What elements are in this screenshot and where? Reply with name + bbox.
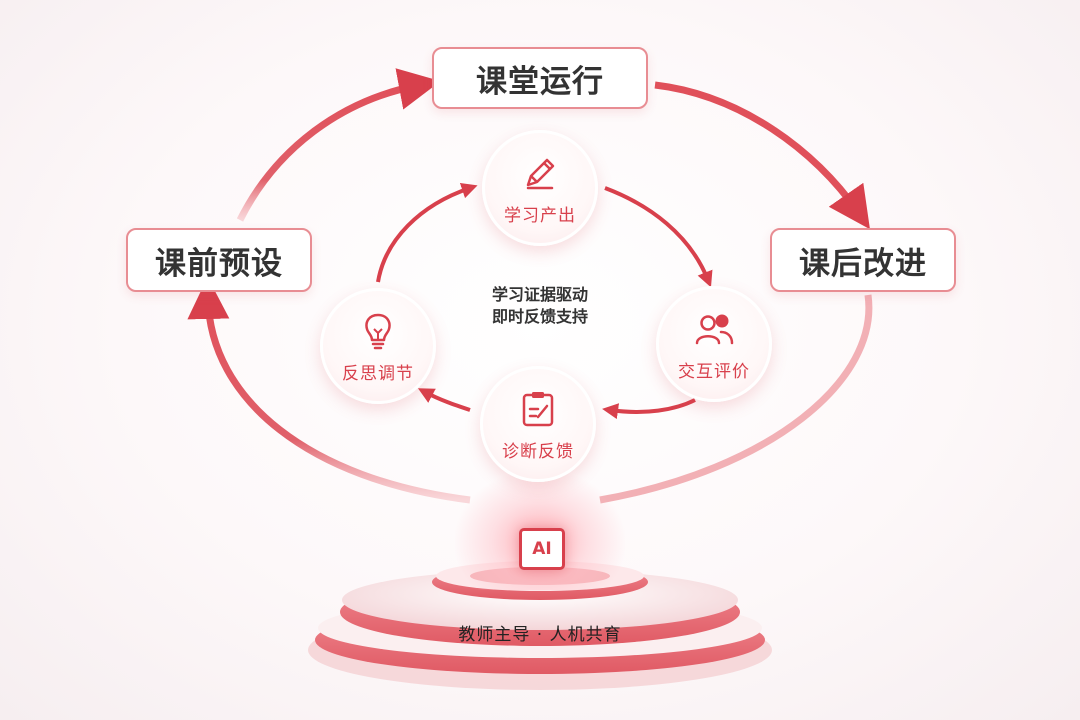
- inner-arrow-top-to-right: [604, 186, 713, 288]
- pencil-icon: [526, 158, 555, 189]
- platform: [308, 561, 772, 690]
- center-caption: 学习证据驱动 即时反馈支持: [440, 284, 640, 328]
- stage-pre-class: 课前预设: [126, 228, 312, 292]
- inner-arrow-left-to-top: [376, 183, 478, 283]
- center-caption-line1: 学习证据驱动: [491, 285, 588, 304]
- node-interactive-evaluation-label: 交互评价: [678, 361, 750, 382]
- outer-arrow-right-to-bottom: [599, 294, 873, 504]
- lightbulb-icon: [365, 313, 391, 349]
- outer-arrow-top-to-right: [654, 81, 870, 230]
- node-reflective-adjustment: 反思调节: [320, 288, 436, 404]
- node-diagnostic-feedback: 诊断反馈: [480, 366, 596, 482]
- node-reflective-adjustment-label: 反思调节: [342, 363, 414, 384]
- outer-arrow-bottom-to-left: [187, 277, 471, 504]
- inner-arrow-right-to-bottom: [602, 398, 696, 420]
- platform-label: 教师主导 · 人机共育: [458, 625, 622, 645]
- node-learning-output: 学习产出: [482, 130, 598, 246]
- node-diagnostic-feedback-label: 诊断反馈: [502, 441, 574, 462]
- node-learning-output-label: 学习产出: [504, 205, 576, 226]
- stage-in-class: 课堂运行: [432, 47, 648, 109]
- users-icon: [695, 314, 734, 344]
- stage-post-class: 课后改进: [770, 228, 956, 292]
- clipboard-icon: [522, 391, 554, 426]
- node-interactive-evaluation: 交互评价: [656, 286, 772, 402]
- inner-arrow-bottom-to-left: [417, 388, 471, 412]
- outer-arrow-left-to-top: [236, 68, 441, 222]
- center-caption-line2: 即时反馈支持: [491, 307, 588, 326]
- ai-badge: AI: [519, 528, 565, 570]
